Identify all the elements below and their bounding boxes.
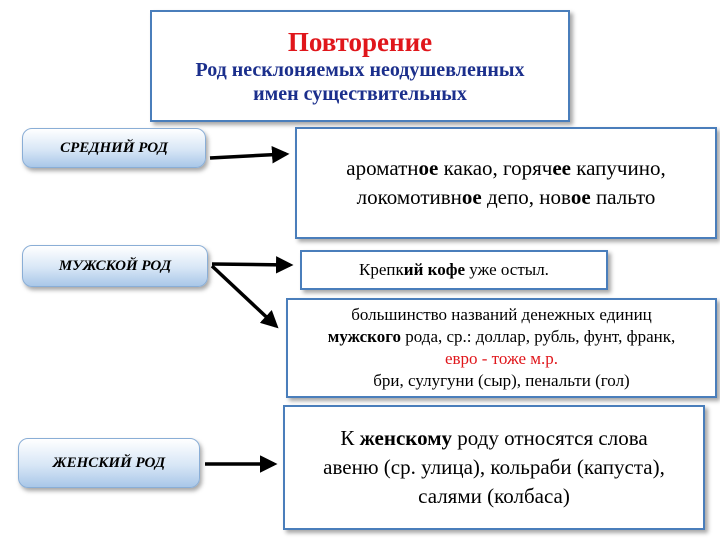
masculine-example-box: Крепкий кофе уже остыл. <box>300 250 608 290</box>
arrow-masculine-rule <box>210 264 279 329</box>
arrow-neuter <box>209 145 290 164</box>
feminine-rule-line1: К женскому роду относятся слова <box>340 426 648 450</box>
neuter-gender-label: СРЕДНИЙ РОД <box>22 128 206 168</box>
feminine-rule-line3: салями (колбаса) <box>418 484 570 508</box>
feminine-rule-line2: авеню (ср. улица), кольраби (капуста), <box>323 455 665 479</box>
neuter-examples-box: ароматное какао, горячее капучино, локом… <box>295 127 717 239</box>
masculine-rule-box: большинство названий денежных единиц муж… <box>286 298 717 398</box>
masculine-rule-line1: большинство названий денежных единиц <box>351 305 652 324</box>
page-subtitle-line1: Род несклоняемых неодушевленных <box>195 59 525 81</box>
masculine-example-line: Крепкий кофе уже остыл. <box>359 260 549 279</box>
masculine-rule-line2: мужского рода, ср.: доллар, рубль, фунт,… <box>327 327 676 346</box>
page-subtitle-line2: имен существительных <box>253 83 467 105</box>
neuter-examples-line2: локомотивное депо, новое пальто <box>356 185 656 209</box>
masculine-rule-line4: бри, сулугуни (сыр), пенальти (гол) <box>373 371 630 390</box>
masculine-gender-label: МУЖСКОЙ РОД <box>22 245 208 287</box>
neuter-examples-line1: ароматное какао, горячее капучино, <box>346 156 666 180</box>
feminine-gender-label: ЖЕНСКИЙ РОД <box>18 438 200 488</box>
page-title: Повторение <box>287 27 433 57</box>
masculine-rule-line3: евро - тоже м.р. <box>444 349 559 368</box>
feminine-rule-box: К женскому роду относятся слова авеню (с… <box>283 405 705 530</box>
title-box: Повторение Род несклоняемых неодушевленн… <box>150 10 570 122</box>
arrow-masculine-example <box>211 256 294 274</box>
